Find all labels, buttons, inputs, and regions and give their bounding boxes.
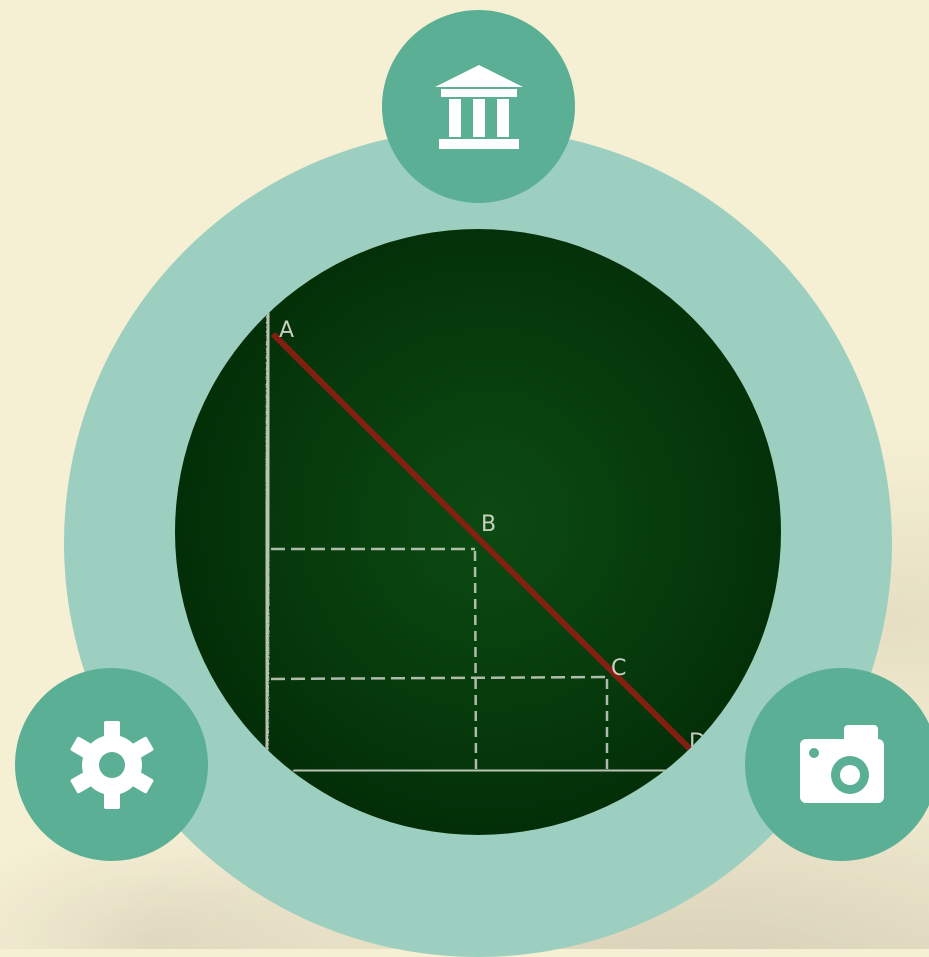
y-axis: [263, 303, 272, 760]
camera-button[interactable]: [745, 668, 929, 861]
guide-b-vertical: [473, 550, 478, 770]
label-c: C: [611, 656, 626, 681]
label-a: A: [279, 318, 294, 343]
museum-button[interactable]: [382, 10, 575, 203]
diagonal-line: [270, 331, 698, 757]
settings-button[interactable]: [15, 668, 208, 861]
chalkboard-image: A B C D: [175, 229, 781, 835]
museum-icon: [434, 64, 523, 149]
guide-c-horizontal: [270, 675, 608, 681]
gear-icon: [70, 720, 153, 809]
camera-icon: [799, 724, 884, 803]
label-b: B: [481, 512, 496, 537]
chalkboard-diagram: A B C D: [263, 303, 706, 774]
x-axis: [292, 767, 706, 774]
label-d: D: [689, 730, 706, 755]
